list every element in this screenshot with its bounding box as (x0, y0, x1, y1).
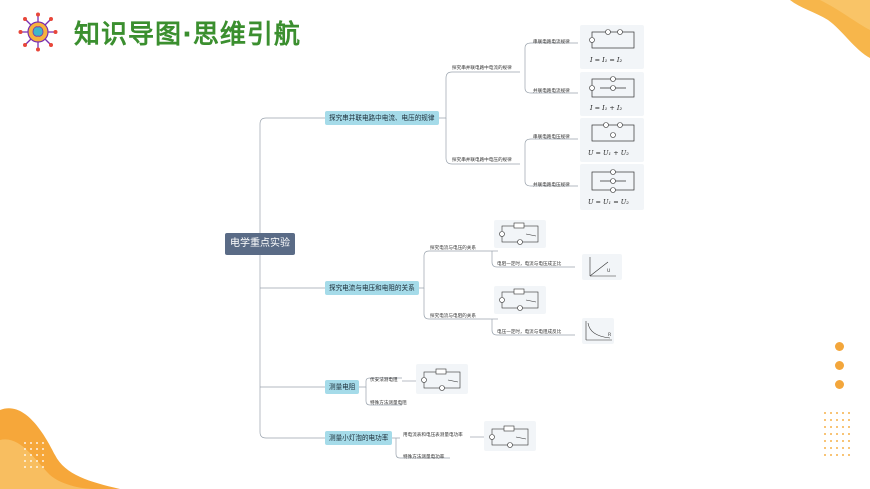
branch-measure-power: 测量小灯泡的电功率 (325, 431, 393, 445)
leaf-proportional: 电阻一定时，电流与电压成正比 (497, 262, 562, 267)
corner-blob-bottom-left (0, 408, 120, 489)
sub-meter-power: 用电流表和电压表测量电功率 (403, 433, 463, 438)
sub-current-vs-voltage: 探究电流与电压的关系 (430, 246, 476, 251)
corner-blob-top-right (790, 0, 870, 58)
experiment-circuit-icon (499, 222, 539, 245)
circuit-card (494, 220, 546, 248)
leaf-parallel-voltage: 并联电路电压规律 (533, 183, 570, 188)
mindmap-root: 电学重点实验 (225, 233, 295, 255)
branch-series-parallel: 探究串并联电路中电流、电压的规律 (325, 111, 439, 125)
circuit-card: I = I₁ = I₂ (580, 25, 644, 69)
sub-current-law: 探究串并联电路中电流的规律 (452, 66, 512, 71)
sub-voltage-law: 探究串并联电路中电压的规律 (452, 158, 512, 163)
accent-dot (835, 342, 844, 351)
page-title: 知识导图·思维引航 (74, 20, 301, 50)
experiment-circuit-icon (499, 288, 539, 311)
branch-current-voltage-resistance: 探究电流与电压和电阻的关系 (325, 281, 419, 295)
graph-card: U (582, 254, 622, 280)
circuit-card: U = U₁ = U₂ (580, 164, 644, 210)
branch-measure-resistance: 测量电阻 (325, 380, 360, 394)
formula-series-current: I = I₁ = I₂ (590, 56, 623, 64)
circuit-card (494, 286, 546, 314)
circuit-card: I = I₁ + I₂ (580, 72, 644, 116)
circuit-card (416, 364, 468, 394)
circuit-card: U = U₁ + U₂ (580, 118, 644, 162)
graph-axis-label: R (608, 333, 612, 338)
dot-grid-bottom-left (24, 442, 44, 468)
sub-special-resistance: 特殊方法测量电阻 (370, 401, 407, 406)
series-circuit-icon (589, 29, 635, 49)
formula-series-voltage: U = U₁ + U₂ (588, 149, 629, 157)
inverse-graph-icon (585, 321, 612, 341)
series-circuit-icon (591, 122, 635, 142)
leaf-inverse: 电压一定时，电流与电阻成反比 (497, 330, 562, 335)
formula-parallel-voltage: U = U₁ = U₂ (588, 198, 629, 206)
experiment-circuit-icon (489, 425, 529, 448)
leaf-parallel-current: 并联电路电流规律 (533, 89, 570, 94)
parallel-circuit-icon (591, 169, 635, 193)
accent-dot (835, 361, 844, 370)
circuit-card (484, 421, 536, 451)
linear-graph-icon (589, 257, 616, 277)
accent-dot (835, 380, 844, 389)
parallel-circuit-icon (589, 76, 635, 98)
sub-current-vs-resistance: 探究电流与电阻的关系 (430, 314, 476, 319)
brain-circuit-icon (18, 12, 58, 52)
graph-card: R (582, 318, 614, 344)
leaf-series-current: 串联电路电流规律 (533, 40, 570, 45)
sub-voltammetry: 伏安法测电阻 (370, 378, 398, 383)
sub-special-power: 特殊方法测量电功率 (403, 455, 445, 460)
leaf-series-voltage: 串联电路电压规律 (533, 135, 570, 140)
formula-parallel-current: I = I₁ + I₂ (590, 104, 623, 112)
graph-axis-label: U (607, 269, 611, 274)
dot-grid-bottom-right (824, 412, 850, 456)
experiment-circuit-icon (421, 368, 461, 391)
